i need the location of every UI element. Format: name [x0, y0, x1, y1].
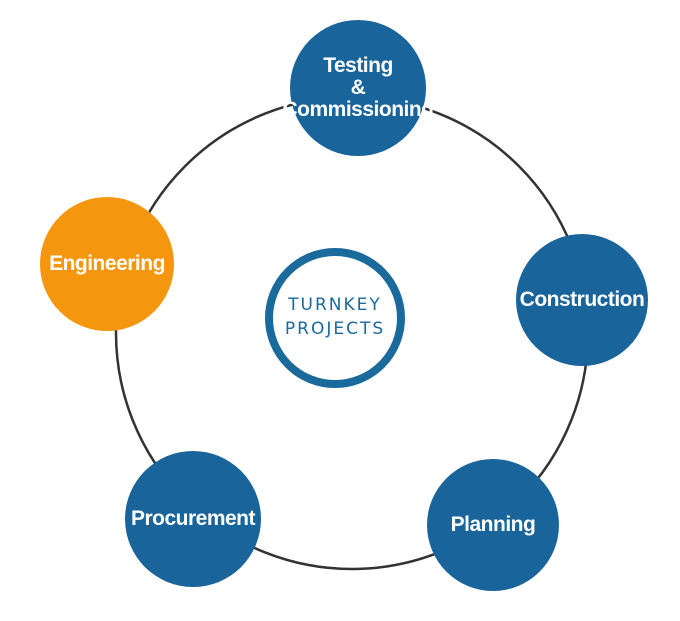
- stage-label-procurement: Procurement: [130, 506, 256, 530]
- center-title-line1: TURNKEY: [288, 295, 382, 316]
- stage-node-construction: Construction: [516, 234, 648, 366]
- stage-node-testing-commissioning: Testing & Commissioning: [283, 20, 434, 156]
- stage-label-construction: Construction: [519, 287, 645, 311]
- stage-label-commissioning: Commissioning: [282, 98, 435, 122]
- stage-node-engineering: Engineering: [40, 197, 174, 331]
- stage-node-procurement: Procurement: [125, 451, 261, 587]
- stage-label-engineering: Engineering: [49, 251, 165, 275]
- center-title-line2: PROJECTS: [284, 319, 386, 339]
- stage-label-ampersand: &: [350, 75, 366, 99]
- stage-label-planning: Planning: [450, 512, 536, 536]
- stage-node-planning: Planning: [427, 459, 559, 591]
- center-hub: TURNKEY PROJECTS: [265, 248, 405, 388]
- stage-label-testing: Testing: [323, 53, 393, 77]
